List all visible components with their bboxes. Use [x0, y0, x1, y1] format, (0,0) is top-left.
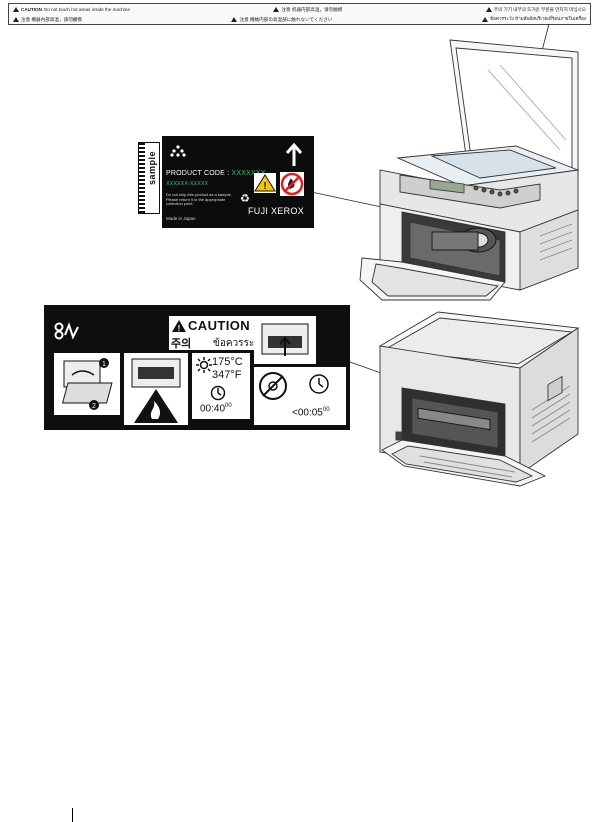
- page-edge-mark: [72, 808, 73, 822]
- warning-triangle-icon: [481, 17, 488, 22]
- product-code-label: PRODUCT CODE :: [166, 170, 232, 177]
- brand-logo: FUJI XEROX: [248, 206, 305, 216]
- timer-icon: [210, 385, 226, 401]
- no-heat-icon: [259, 372, 287, 400]
- warning-triangle-icon: [231, 17, 238, 22]
- svg-text:!: !: [263, 181, 266, 192]
- caution-text: 注意 機械内部の高温部に触れないでください: [239, 16, 333, 22]
- lever-pull-illustration: [261, 323, 309, 356]
- fuser-caution-label: ! CAUTION 注意 주의 ข้อควรระวัง 1 2: [44, 305, 350, 430]
- paper-jam-icon: [54, 322, 79, 340]
- warning-triangle-icon: [273, 7, 280, 12]
- temp-f-value: 347: [212, 369, 231, 381]
- temp-c-value: 175: [212, 356, 231, 368]
- caution-text-th: ข้อควรระวัง: [213, 338, 265, 349]
- caution-text: 주의 기기 내부의 뜨거운 부분을 만지지 마십시오: [493, 6, 586, 12]
- warning-triangle-icon: !: [254, 173, 276, 193]
- temp-c-unit: °C: [230, 356, 243, 368]
- cooldown-time: <00:0500: [292, 407, 330, 418]
- caution-segment: ข้อควรระวัง ห้ามสัมผัสบริเวณที่ร้อนภายใน…: [481, 16, 586, 23]
- caution-segment: 주의 기기 내부의 뜨거운 부분을 만지지 마십시오: [485, 6, 586, 13]
- warning-triangle-icon: [13, 7, 19, 12]
- no-fire-icon: [280, 172, 304, 196]
- sun-heat-icon: [196, 357, 212, 373]
- printer-front-open-illustration: [359, 39, 580, 301]
- time-value: <00:05: [292, 407, 323, 419]
- sample-word: sample: [147, 151, 157, 186]
- product-code-value: XXXXXXX: [231, 170, 266, 177]
- barcode-stripes: [139, 143, 145, 213]
- jam-removal-step-panel: 1 2: [54, 353, 120, 415]
- recycle-icon: ♻: [240, 193, 250, 205]
- caution-segment: 注意 機器內部高溫，請勿觸摸: [13, 17, 82, 23]
- sample-tab: sample: [138, 142, 160, 214]
- temperature-celsius: 175°C: [212, 356, 243, 368]
- step-number: 1: [102, 361, 106, 368]
- temperature-fahrenheit: 347°F: [212, 369, 241, 381]
- printer-rear-open-illustration: [378, 311, 580, 487]
- timer-icon: [309, 374, 329, 394]
- arrow-up-icon: [285, 142, 303, 166]
- temperature-panel: 175°C 347°F 00:4000: [192, 353, 250, 419]
- caution-text: 注意 机器内部高温，请勿触摸: [281, 6, 343, 12]
- product-code-secondary: XXXXXX-XXXXX: [166, 181, 209, 187]
- fine-print: Do not ship this product as a sample. Pl…: [166, 192, 232, 207]
- caution-text-ko: 주의: [171, 338, 192, 350]
- warning-triangle-icon: !: [172, 320, 186, 333]
- caution-segment: 注意 機械内部の高温部に触れないでください: [231, 16, 333, 23]
- caution-text: ข้อควรระวัง ห้ามสัมผัสบริเวณที่ร้อนภายใน…: [489, 16, 586, 21]
- caution-text: 注意 機器內部高溫，請勿觸摸: [21, 16, 82, 22]
- caution-segment: 注意 机器内部高温，请勿触摸: [273, 7, 342, 13]
- cartridge-label: PRODUCT CODE : XXXXXXX XXXXXX-XXXXX Do n…: [162, 136, 314, 228]
- toner-dots-icon: [170, 145, 186, 157]
- caution-text: Do not touch hot areas inside the machin…: [43, 7, 130, 12]
- temp-f-unit: °F: [230, 369, 242, 381]
- caution-text: CAUTION: [188, 318, 251, 333]
- product-code: PRODUCT CODE : XXXXXXX: [166, 170, 266, 177]
- time-panel: <00:0500: [254, 367, 346, 425]
- made-in: Made in Japan: [166, 216, 196, 221]
- lever-panel: [254, 316, 316, 364]
- caution-lead: CAUTION: [21, 7, 42, 12]
- warning-triangle-icon: [485, 7, 492, 12]
- jam-removal-illustration: 1 2: [61, 358, 113, 410]
- svg-text:!: !: [178, 324, 181, 333]
- hot-area-panel: [124, 353, 188, 425]
- warning-triangle-icon: [13, 17, 19, 22]
- caution-strip-row: 注意 機器內部高溫，請勿觸摸 注意 機械内部の高温部に触れないでください ข้อ…: [13, 15, 586, 24]
- time-value: 00:40: [200, 403, 226, 415]
- time-superscript: 00: [322, 407, 330, 413]
- hot-surface-illustration: [131, 358, 181, 423]
- wait-time: 00:4000: [200, 403, 232, 414]
- step-number: 2: [92, 403, 96, 410]
- time-superscript: 00: [225, 403, 232, 409]
